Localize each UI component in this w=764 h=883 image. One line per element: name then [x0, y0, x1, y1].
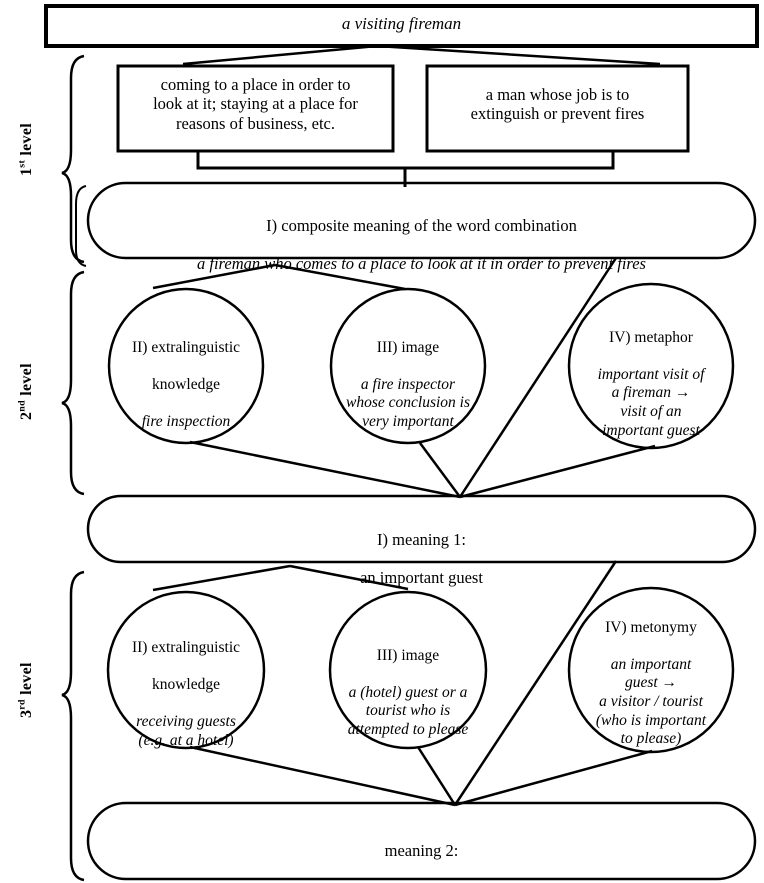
circle-line-1: II) extralinguistic	[131, 338, 241, 356]
metonymy-text: IV) metonymy an important guest → a visi…	[570, 600, 732, 767]
composite-line-1: I) composite meaning of the word combina…	[266, 215, 577, 235]
level-3-word: level	[18, 662, 35, 700]
image-1-text: III) image a fire inspector whose conclu…	[332, 320, 484, 450]
meaning2-ellipse-text: meaning 2: a guest, a visitor, a tourist	[100, 822, 743, 883]
brace-level-1	[61, 54, 85, 264]
connector-boxes-bracket	[196, 151, 615, 170]
circle-italic: a fire inspector whose conclusion is ver…	[346, 375, 470, 430]
level-1-word: level	[18, 123, 35, 160]
level-label-2: 2nd level	[16, 363, 36, 420]
connector-title-to-right-box	[376, 44, 661, 66]
composite-line-2: a fireman who comes to a place to look a…	[197, 253, 646, 273]
circle-line-2: knowledge	[151, 675, 220, 693]
image-2-text: III) image a (hotel) guest or a tourist …	[328, 628, 488, 758]
level-2-word: level	[18, 363, 35, 401]
connector-title-to-left-box	[182, 44, 378, 66]
metaphor-text: IV) metaphor important visit of a firema…	[572, 310, 730, 459]
circle-line-1: III) image	[376, 338, 440, 356]
level-1-ordinal: 1	[18, 167, 35, 176]
circle-italic: fire inspection	[141, 412, 231, 430]
level-3-ordinal: 3	[18, 709, 35, 718]
brace-level-3	[61, 570, 85, 882]
circle-line-2: knowledge	[151, 375, 220, 393]
circle-line-1: II) extralinguistic	[131, 638, 241, 656]
circle-italic: an important guest → a visitor / tourist…	[595, 655, 707, 748]
level-label-3: 3rd level	[16, 662, 36, 718]
circle-italic: receiving guests (e.g. at a hotel)	[136, 712, 236, 749]
connector-circle-III-to-meaning1	[418, 442, 462, 498]
fireman-definition-text: a man whose job is to extinguish or prev…	[470, 85, 645, 124]
circle-line-1: IV) metonymy	[605, 618, 697, 636]
meaning2-line-2: a guest, a visitor, a tourist	[100, 879, 743, 883]
brace-level-1-2-link	[75, 185, 87, 267]
level-2-ordinal: 2	[18, 411, 35, 420]
circle-italic: a (hotel) guest or a tourist who is atte…	[347, 683, 469, 738]
level-3-suffix: rd	[16, 699, 28, 710]
level-1-suffix: st	[16, 159, 28, 168]
circle-italic: important visit of a fireman → visit of …	[597, 365, 705, 439]
extralinguistic-knowledge-2-text: II) extralinguistic knowledge receiving …	[108, 620, 264, 769]
level-label-1: 1st level	[16, 123, 36, 176]
circle-line-1: IV) metaphor	[609, 328, 693, 346]
composite-ellipse-text: I) composite meaning of the word combina…	[100, 197, 743, 292]
meaning2-line-1: meaning 2:	[384, 840, 459, 860]
connector-circle-II-to-meaning1	[189, 440, 461, 499]
meaning1-ellipse-text: I) meaning 1: an important guest	[100, 511, 743, 606]
circle-line-1: III) image	[376, 646, 440, 664]
title-box-text: a visiting fireman	[341, 14, 462, 33]
brace-level-2	[61, 270, 85, 496]
extralinguistic-knowledge-1-text: II) extralinguistic knowledge fire inspe…	[110, 320, 262, 450]
meaning1-line-1: I) meaning 1:	[377, 529, 466, 549]
visiting-definition-text: coming to a place in order to look at it…	[153, 75, 358, 133]
level-2-suffix: nd	[16, 400, 28, 412]
meaning1-line-2: an important guest	[360, 567, 483, 587]
